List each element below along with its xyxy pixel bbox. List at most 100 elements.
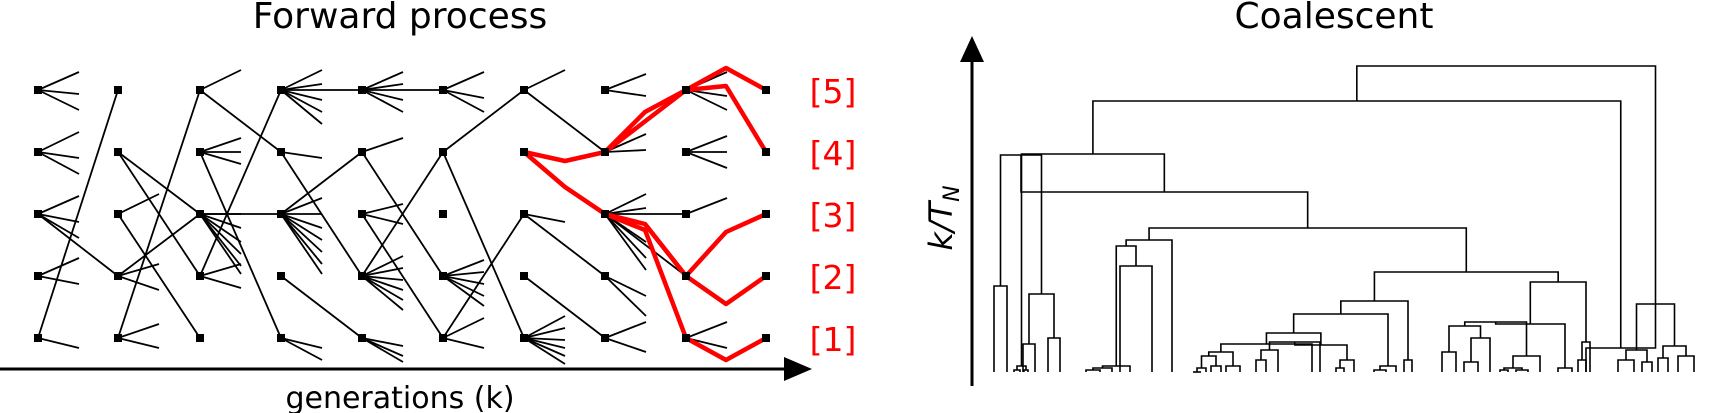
fan-stub [280,213,323,229]
offspring-edge [361,151,444,277]
coalescence-event [1441,351,1457,372]
fan-stub [442,89,485,113]
coalescence-event [1335,367,1345,372]
forward-process-panel: Forward process generations (k) [5] [4] … [0,0,856,413]
fan-stub [604,193,647,215]
ancestral-lineage [523,65,768,164]
fan-stub [37,337,80,349]
individual-marker [196,210,204,218]
individual-marker [439,148,447,156]
coalescence-event [1292,313,1389,366]
time-axis-label: k/TN [922,185,965,250]
coalescence-event [1677,355,1695,372]
fan-stub [199,213,242,255]
fan-stub [117,193,160,215]
coalescence-event [1339,359,1355,372]
fan-stub [117,275,160,291]
offspring-edge [37,213,119,277]
fan-stub [361,275,404,311]
coalescence-event [1210,365,1222,372]
fan-stub [604,149,647,153]
offspring-edge [199,89,282,153]
individual-marker [520,148,528,156]
offspring-edge [117,213,201,277]
time-axis-arrow [960,36,984,62]
coalescence-event [1515,369,1529,372]
fan-stub [37,151,80,175]
coalescence-event [1356,65,1657,304]
coalescence-event [1529,281,1587,342]
offspring-edge [37,89,119,339]
offspring-edge [523,275,606,339]
fan-stub [604,73,647,91]
individual-marker [520,210,528,218]
fan-stub [442,271,485,277]
offspring-edge [523,89,606,153]
coalescence-event [1340,300,1409,360]
coalescence-event [1577,359,1587,372]
fan-stub [523,337,566,357]
offspring-edge [199,151,282,339]
offspring-edge [442,151,525,339]
offspring-edge [117,151,201,277]
offspring-edge [523,213,606,277]
fan-stub [199,263,242,277]
fan-stub [442,71,485,91]
coalescence-event [1013,369,1021,372]
fan-stub [117,323,160,339]
fan-stub [280,197,323,215]
individual-marker [34,272,42,280]
fan-stub [37,151,80,159]
individual-marker [196,334,204,342]
fan-stub [361,275,404,291]
fan-stub [361,203,404,215]
row-label-4: [4] [810,134,857,173]
ancestral-lineage [603,83,768,154]
coalescent-title: Coalescent [1234,0,1433,37]
fan-stub [37,89,80,111]
fan-stub [604,275,647,297]
fan-stub [361,275,404,281]
fan-stub [199,213,242,243]
fan-stub [37,71,80,91]
fan-stub [199,69,242,91]
coalescence-event [1260,349,1279,372]
coalescence-event [1641,361,1653,372]
individual-marker [601,148,609,156]
fan-stub [280,89,323,113]
fan-stub [361,89,404,113]
fan-stub [37,213,80,239]
fan-stub [685,89,728,111]
coalescence-event [1463,361,1479,372]
fan-stub [199,213,242,229]
offspring-edge [199,89,282,277]
individual-marker [277,334,285,342]
fan-stub [199,137,242,153]
individual-marker [114,86,122,94]
individual-marker [601,86,609,94]
individual-marker [114,148,122,156]
coalescence-event [1125,239,1173,372]
row-labels: [5] [4] [3] [2] [1] [810,72,857,359]
offspring-edge [117,151,201,215]
fan-stub [442,275,485,297]
fan-stub [361,89,404,101]
individual-marker [196,86,204,94]
fan-stub [361,71,404,91]
fan-stub [37,257,80,277]
offspring-edge [117,213,201,339]
time-axis-label-subscript: N [940,185,965,201]
fan-stub [442,259,485,277]
individual-marker [762,334,770,342]
fan-stub [117,337,160,349]
individual-marker [114,210,122,218]
fan-stub [280,89,323,101]
offspring-edge [442,213,525,339]
fan-stub [361,267,404,277]
coalescence-event [1225,365,1241,372]
individual-marker [762,210,770,218]
fan-stub [280,337,323,361]
individual-marker [358,210,366,218]
